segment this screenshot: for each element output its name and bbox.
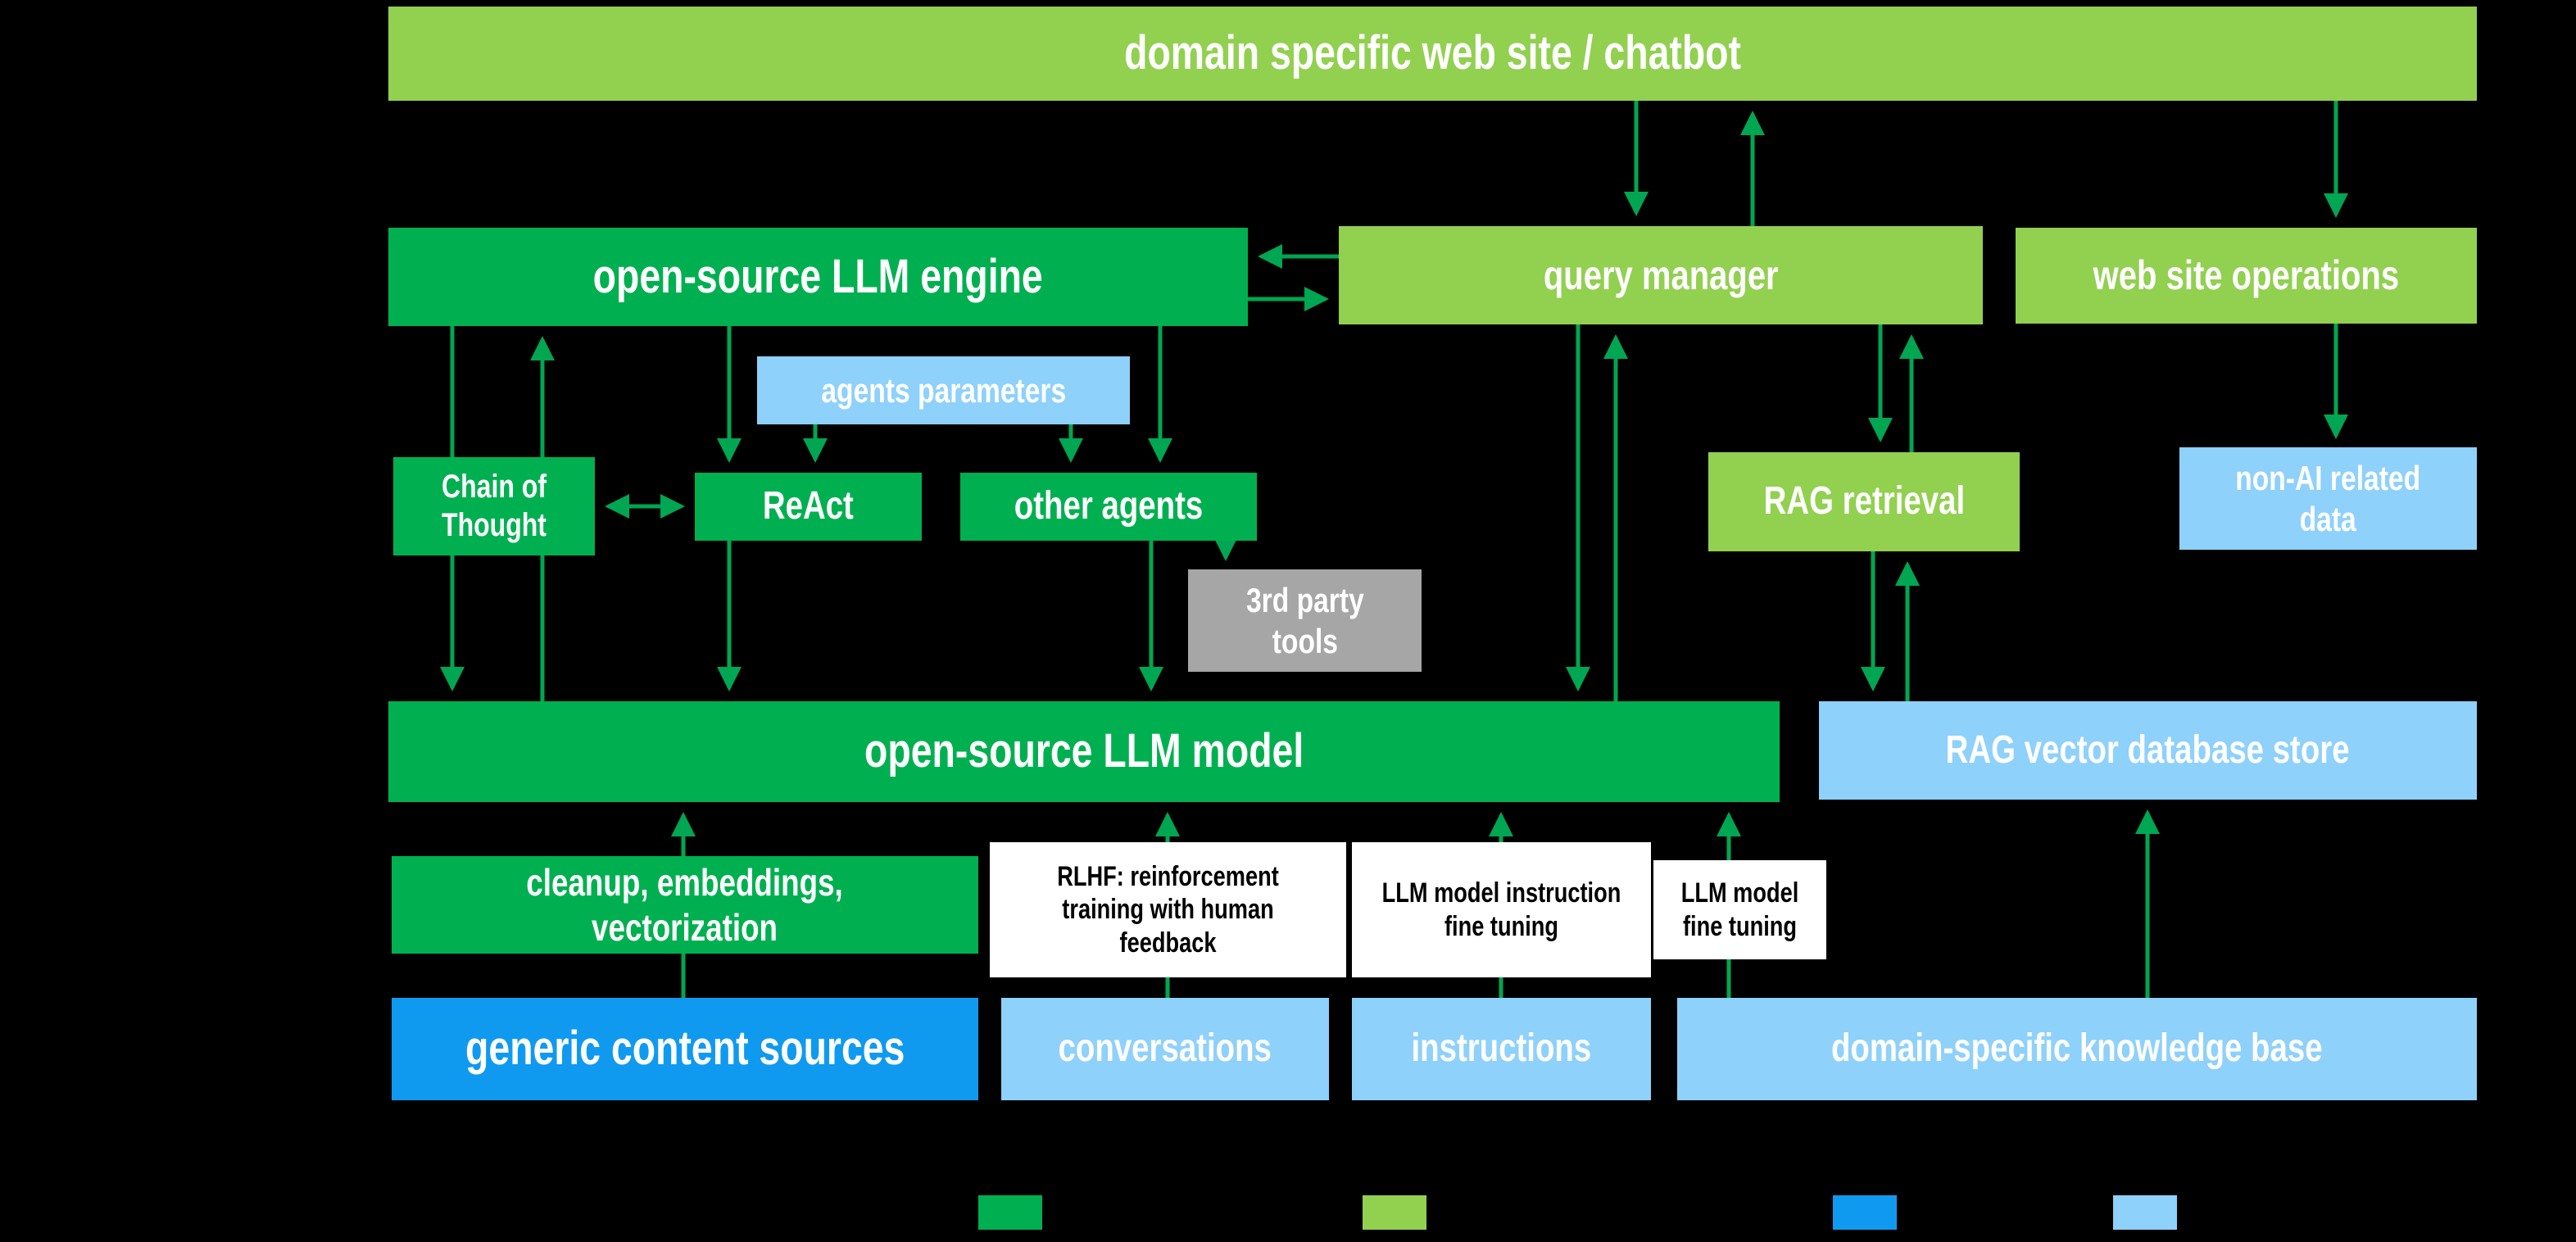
knowledge-base-label: domain-specific knowledge base <box>1831 1027 2323 1071</box>
model-fine-tuning-node: LLM model fine tuning <box>1653 860 1826 959</box>
chain-of-thought-label: Chain of Thought <box>441 468 546 543</box>
rlhf-rest: : reinforcement training with human feed… <box>1062 861 1279 959</box>
other-agents-label: other agents <box>1014 484 1204 528</box>
llm-model-label: open-source LLM model <box>864 724 1304 778</box>
rlhf-training-label: RLHF: reinforcement training with human … <box>1026 860 1311 959</box>
react-agent-label: ReAct <box>763 484 854 528</box>
cleanup-embeddings-node: cleanup, embeddings, vectorization <box>392 856 978 954</box>
rlhf-prefix: RLHF <box>1057 861 1117 893</box>
react-agent-node: ReAct <box>695 473 922 541</box>
legend-dark-green-chip <box>978 1195 1042 1230</box>
query-manager-node: query manager <box>1339 226 1983 324</box>
third-party-tools-label: 3rd party tools <box>1245 580 1364 660</box>
model-fine-tuning-label: LLM model fine tuning <box>1680 877 1799 942</box>
query-manager-label: query manager <box>1543 252 1779 298</box>
non-ai-data-label: non-AI related data <box>2235 458 2421 538</box>
instruction-fine-tuning-node: LLM model instruction fine tuning <box>1352 842 1651 977</box>
agents-parameters-node: agents parameters <box>757 356 1130 424</box>
llm-engine-label: open-source LLM engine <box>592 249 1044 303</box>
other-agents-node: other agents <box>960 473 1257 541</box>
web-site-operations-node: web site operations <box>2016 228 2477 324</box>
rag-vector-store-label: RAG vector database store <box>1946 728 2350 772</box>
non-ai-data-node: non-AI related data <box>2179 447 2477 550</box>
conversations-label: conversations <box>1058 1027 1272 1071</box>
instructions-label: instructions <box>1411 1027 1592 1071</box>
rag-retrieval-label: RAG retrieval <box>1763 479 1965 524</box>
instruction-fine-tuning-label: LLM model instruction fine tuning <box>1381 877 1621 942</box>
generic-content-sources-label: generic content sources <box>465 1022 905 1076</box>
legend-bright-blue-chip <box>1833 1195 1897 1230</box>
cleanup-embeddings-label: cleanup, embeddings, vectorization <box>526 861 844 949</box>
conversations-node: conversations <box>1001 998 1329 1100</box>
chatbot-website-node: domain specific web site / chatbot <box>388 7 2477 101</box>
web-site-operations-label: web site operations <box>2093 252 2400 298</box>
llm-model-node: open-source LLM model <box>388 701 1780 802</box>
rlhf-training-node: RLHF: reinforcement training with human … <box>990 842 1346 977</box>
instructions-node: instructions <box>1352 998 1651 1100</box>
legend-light-blue-chip <box>2113 1195 2177 1230</box>
third-party-tools-node: 3rd party tools <box>1188 569 1422 672</box>
rag-retrieval-node: RAG retrieval <box>1708 452 2020 551</box>
rag-vector-store-node: RAG vector database store <box>1819 701 2477 800</box>
agents-parameters-label: agents parameters <box>821 370 1066 410</box>
knowledge-base-node: domain-specific knowledge base <box>1677 998 2477 1100</box>
llm-engine-node: open-source LLM engine <box>388 228 1248 326</box>
chatbot-website-label: domain specific web site / chatbot <box>1124 26 1741 80</box>
generic-content-sources-node: generic content sources <box>392 998 978 1100</box>
chain-of-thought-node: Chain of Thought <box>393 457 595 555</box>
legend-light-green-chip <box>1363 1195 1426 1230</box>
